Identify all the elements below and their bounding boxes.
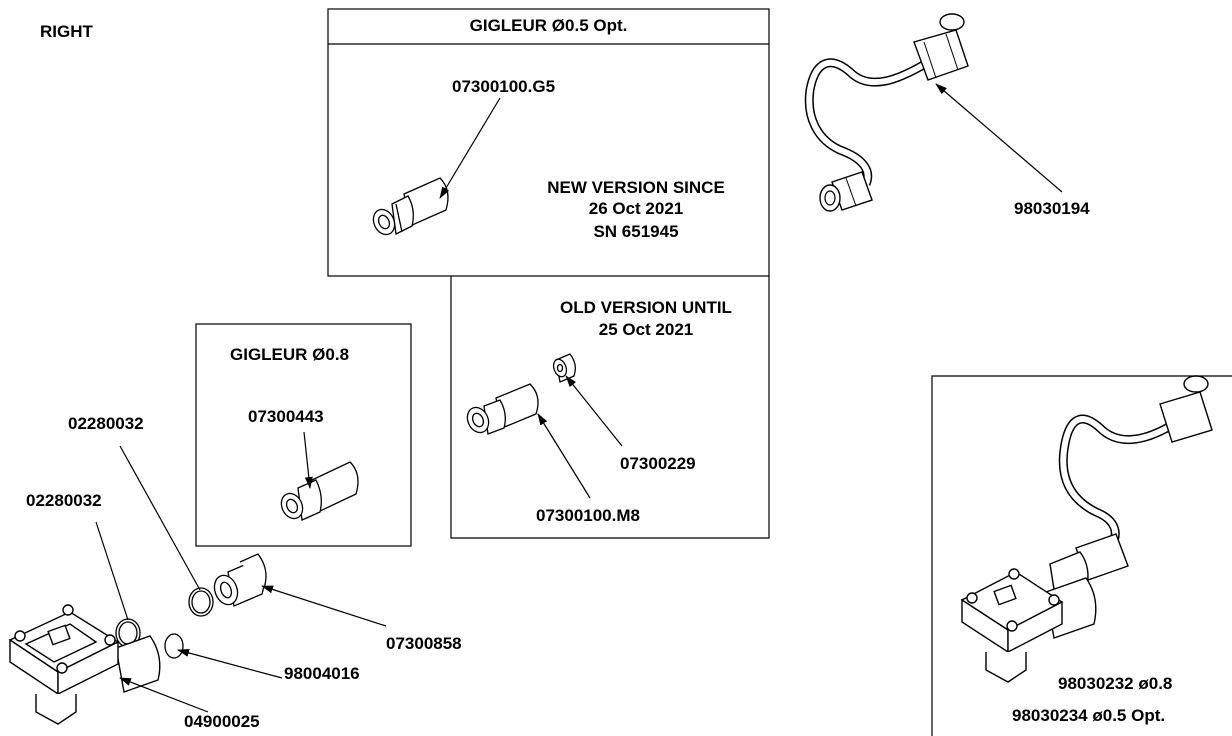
leader-lines bbox=[95, 83, 1063, 713]
pipe-98030194-drawing bbox=[804, 13, 969, 212]
disc-drawing bbox=[164, 633, 184, 659]
assembly-line-1: 98030232 ø0.8 bbox=[1058, 674, 1173, 693]
box-gigleur-08 bbox=[195, 323, 412, 547]
part-number-pipe: 98030194 bbox=[1014, 199, 1090, 218]
box-new-version bbox=[327, 8, 770, 277]
leader-98004016 bbox=[177, 648, 283, 679]
fitting-07300858-drawing bbox=[213, 553, 267, 607]
old-version-note-1: OLD VERSION UNTIL bbox=[560, 298, 732, 317]
old-version-note-2: 25 Oct 2021 bbox=[598, 320, 694, 339]
leader-g5 bbox=[439, 97, 501, 199]
assembly-drawing bbox=[960, 375, 1213, 683]
part-number-oring-b: 02280032 bbox=[68, 414, 144, 433]
flowmeter-drawing bbox=[8, 604, 161, 725]
leader-m8 bbox=[537, 413, 591, 499]
part-number-07300229: 07300229 bbox=[620, 454, 696, 473]
part-number-m8: 07300100.M8 bbox=[536, 506, 640, 525]
box-new-title: GIGLEUR Ø0.5 Opt. bbox=[469, 16, 628, 35]
new-version-note-2: 26 Oct 2021 bbox=[588, 199, 684, 218]
assembly-line-2: 98030234 ø0.5 Opt. bbox=[1012, 706, 1166, 725]
part-number-fitting: 07300858 bbox=[386, 634, 462, 653]
part-number-oring-a: 02280032 bbox=[26, 491, 102, 510]
box-old-version bbox=[450, 276, 770, 539]
leader-oring-a bbox=[95, 521, 129, 621]
oring-b-drawing bbox=[188, 587, 214, 617]
leader-07300443 bbox=[303, 431, 313, 489]
nozzle-g5-drawing bbox=[372, 177, 449, 236]
nozzle-m8-drawing bbox=[466, 383, 539, 435]
part-number-07300443: 07300443 bbox=[248, 407, 324, 426]
side-label: RIGHT bbox=[40, 22, 93, 41]
box-08-title: GIGLEUR Ø0.8 bbox=[230, 345, 350, 364]
leader-98030194 bbox=[935, 83, 1063, 193]
leader-07300858 bbox=[261, 585, 387, 627]
nozzle-07300229-drawing bbox=[552, 353, 576, 383]
box-assembly bbox=[931, 375, 1232, 736]
leader-07300229 bbox=[565, 375, 623, 447]
leader-04900025 bbox=[119, 677, 209, 713]
part-number-flowmeter: 04900025 bbox=[184, 712, 260, 731]
part-number-g5: 07300100.G5 bbox=[452, 77, 556, 96]
new-version-note-1: NEW VERSION SINCE bbox=[547, 178, 725, 197]
new-version-note-3: SN 651945 bbox=[593, 222, 679, 241]
part-number-disc: 98004016 bbox=[284, 664, 360, 683]
nozzle-08-drawing bbox=[280, 461, 359, 521]
leader-oring-b bbox=[119, 445, 201, 591]
